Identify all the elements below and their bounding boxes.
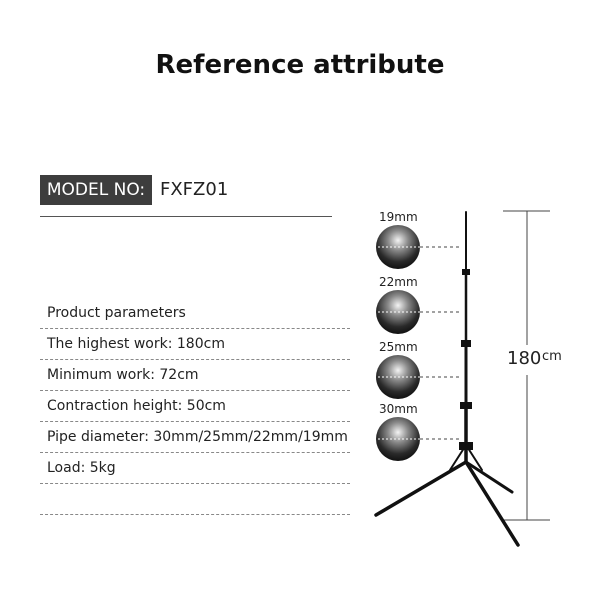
tube-marker: 25mm <box>374 340 462 399</box>
tube-label: 25mm <box>379 340 418 354</box>
param-row: Pipe diameter: 30mm/25mm/22mm/19mm <box>40 422 350 453</box>
model-number-badge: MODEL NO: <box>40 175 152 205</box>
tube-marker: 30mm <box>374 402 462 461</box>
page-title: Reference attribute <box>155 50 445 80</box>
param-row-empty <box>40 484 350 515</box>
model-divider <box>40 216 332 217</box>
param-row: Minimum work: 72cm <box>40 360 350 391</box>
tube-marker: 22mm <box>374 275 462 334</box>
height-unit: cm <box>542 349 562 364</box>
tube-label: 30mm <box>379 402 418 416</box>
height-dimension: 180 cm <box>503 210 562 521</box>
tube-label: 22mm <box>379 275 418 289</box>
tube-label: 19mm <box>379 210 418 224</box>
product-parameters-list: Product parameters The highest work: 180… <box>40 298 350 515</box>
tube-marker: 19mm <box>374 210 462 269</box>
model-number-value: FXFZ01 <box>160 179 229 200</box>
tripod-stand <box>374 211 520 547</box>
param-row: Load: 5kg <box>40 453 350 484</box>
height-value: 180 <box>507 348 541 369</box>
param-row: The highest work: 180cm <box>40 329 350 360</box>
param-row: Contraction height: 50cm <box>40 391 350 422</box>
params-heading: Product parameters <box>40 298 350 329</box>
